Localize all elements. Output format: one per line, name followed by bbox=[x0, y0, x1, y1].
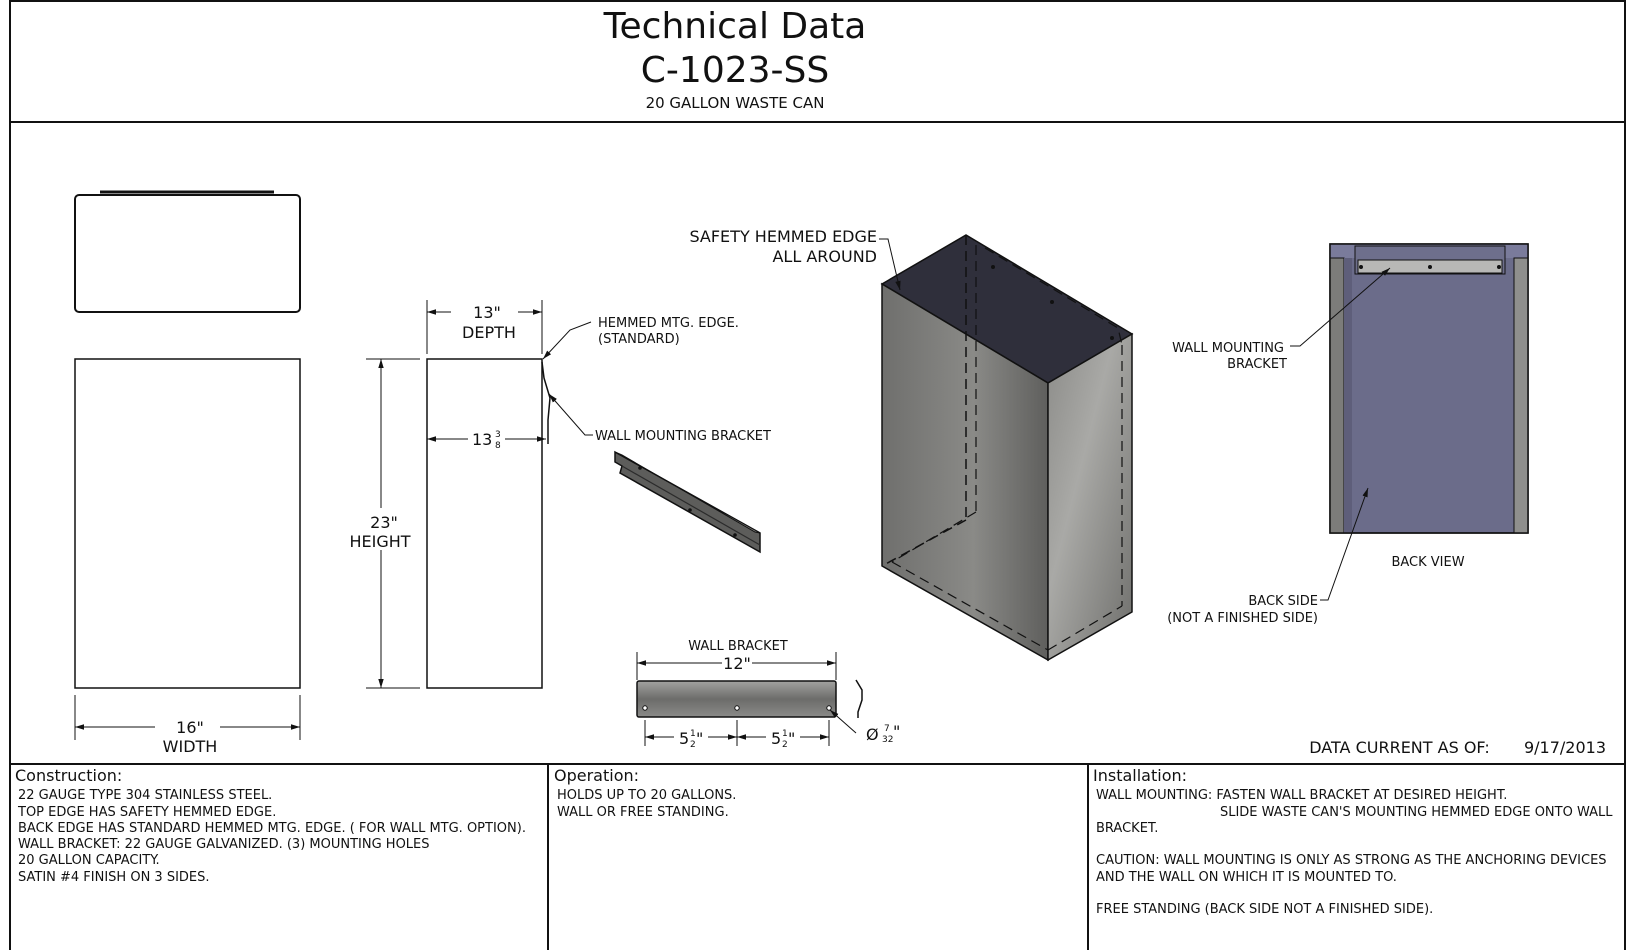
construction-list: 22 GAUGE TYPE 304 STAINLESS STEEL.TOP ED… bbox=[15, 788, 526, 886]
depth-dimension: 13" bbox=[473, 303, 501, 322]
construction-line: TOP EDGE HAS SAFETY HEMMED EDGE. bbox=[18, 804, 277, 820]
installation-line: WALL MOUNTING: FASTEN WALL BRACKET AT DE… bbox=[1096, 788, 1508, 804]
hole-spacing-left-whole: 5 bbox=[679, 729, 689, 748]
product-subtitle: 20 GALLON WASTE CAN bbox=[645, 94, 825, 112]
hemmed-edge-callout-sub: (STANDARD) bbox=[598, 332, 680, 347]
bracket-title: WALL BRACKET bbox=[688, 639, 788, 654]
safety-edge-callout: SAFETY HEMMED EDGE bbox=[689, 227, 877, 246]
panel-separator-2 bbox=[1087, 763, 1089, 950]
height-label: HEIGHT bbox=[349, 532, 410, 551]
safety-edge-callout-sub: ALL AROUND bbox=[772, 247, 877, 266]
data-current-date: DATA CURRENT AS OF: 9/17/2013 bbox=[1309, 738, 1606, 757]
hole-diameter-den: 32 bbox=[882, 735, 893, 745]
info-panel-divider bbox=[9, 763, 1626, 765]
bracket-iso-view bbox=[614, 450, 761, 554]
construction-line: WALL BRACKET: 22 GAUGE GALVANIZED. (3) M… bbox=[18, 837, 430, 853]
installation-line: AND THE WALL ON WHICH IT IS MOUNTED TO. bbox=[1096, 869, 1397, 885]
depth-label: DEPTH bbox=[462, 323, 516, 342]
date-label: DATA CURRENT AS OF: bbox=[1309, 738, 1490, 757]
installation-heading: Installation: bbox=[1093, 766, 1188, 785]
installation-list: WALL MOUNTING: FASTEN WALL BRACKET AT DE… bbox=[1093, 788, 1612, 918]
page-title: Technical Data bbox=[603, 6, 867, 47]
construction-line: 20 GALLON CAPACITY. bbox=[18, 853, 160, 869]
operation-list: HOLDS UP TO 20 GALLONS.WALL OR FREE STAN… bbox=[554, 788, 736, 821]
side-view: 13" DEPTH 23" HEIGHT 13 3 8 HEMMED MTG. … bbox=[349, 300, 771, 689]
hole-diameter-num: 7 bbox=[884, 724, 890, 734]
back-bracket-callout: WALL MOUNTING bbox=[1172, 341, 1284, 356]
width-label: WIDTH bbox=[163, 737, 218, 756]
date-value: 9/17/2013 bbox=[1523, 738, 1606, 757]
hole-spacing-right-num: 1 bbox=[782, 729, 788, 739]
back-side-callout: BACK SIDE bbox=[1248, 594, 1318, 609]
inch-mark-left: " bbox=[696, 729, 703, 748]
front-view: 16" WIDTH bbox=[74, 358, 301, 756]
panel-separator-1 bbox=[547, 763, 549, 950]
construction-line: BACK EDGE HAS STANDARD HEMMED MTG. EDGE.… bbox=[18, 820, 526, 836]
construction-panel: Construction: 22 GAUGE TYPE 304 STAINLES… bbox=[15, 766, 526, 886]
operation-heading: Operation: bbox=[554, 766, 640, 785]
installation-line bbox=[1093, 837, 1612, 853]
back-view-label: BACK VIEW bbox=[1391, 555, 1464, 570]
hole-spacing-right-den: 2 bbox=[782, 740, 788, 750]
back-view: WALL MOUNTING BRACKET BACK VIEW BACK SID… bbox=[1167, 243, 1529, 626]
hole-spacing-left-num: 1 bbox=[690, 729, 696, 739]
installation-line: BRACKET. bbox=[1096, 820, 1159, 836]
operation-panel: Operation: HOLDS UP TO 20 GALLONS.WALL O… bbox=[554, 766, 736, 821]
header-divider bbox=[9, 121, 1626, 123]
inner-depth-whole: 13 bbox=[472, 430, 492, 449]
hemmed-edge-callout: HEMMED MTG. EDGE. bbox=[598, 316, 739, 331]
drawing-sheet bbox=[9, 0, 1626, 950]
construction-line: 22 GAUGE TYPE 304 STAINLESS STEEL. bbox=[18, 788, 273, 804]
inch-mark-right: " bbox=[788, 729, 795, 748]
construction-line: SATIN #4 FINISH ON 3 SIDES. bbox=[18, 869, 210, 885]
installation-panel: Installation: WALL MOUNTING: FASTEN WALL… bbox=[1093, 766, 1612, 919]
installation-line: CAUTION: WALL MOUNTING IS ONLY AS STRONG… bbox=[1096, 853, 1607, 869]
back-bracket-callout-sub: BRACKET bbox=[1227, 357, 1287, 372]
hole-diameter-symbol: Ø bbox=[866, 725, 879, 744]
installation-line: FREE STANDING (BACK SIDE NOT A FINISHED … bbox=[1096, 902, 1434, 918]
wall-bracket-callout: WALL MOUNTING BRACKET bbox=[595, 429, 771, 444]
operation-line: HOLDS UP TO 20 GALLONS. bbox=[557, 788, 737, 804]
bracket-length: 12" bbox=[723, 654, 751, 673]
installation-line bbox=[1093, 886, 1612, 902]
wall-bracket-view: WALL BRACKET 12" 5 1 2 " 5 1 2 " Ø 7 32 … bbox=[636, 639, 900, 750]
construction-heading: Construction: bbox=[15, 766, 123, 785]
operation-line: WALL OR FREE STANDING. bbox=[557, 804, 729, 820]
installation-line: SLIDE WASTE CAN'S MOUNTING HEMMED EDGE O… bbox=[1096, 804, 1613, 820]
can-iso-view: SAFETY HEMMED EDGE ALL AROUND bbox=[689, 227, 1134, 662]
width-dimension: 16" bbox=[176, 718, 204, 737]
inner-depth-numerator: 3 bbox=[495, 430, 501, 440]
top-view bbox=[74, 190, 301, 313]
back-side-callout-sub: (NOT A FINISHED SIDE) bbox=[1167, 611, 1318, 626]
inch-mark-diameter: " bbox=[893, 722, 900, 741]
model-number: C-1023-SS bbox=[640, 50, 830, 91]
hole-spacing-right-whole: 5 bbox=[771, 729, 781, 748]
height-dimension: 23" bbox=[370, 513, 398, 532]
hole-spacing-left-den: 2 bbox=[690, 740, 696, 750]
inner-depth-denominator: 8 bbox=[495, 441, 501, 451]
